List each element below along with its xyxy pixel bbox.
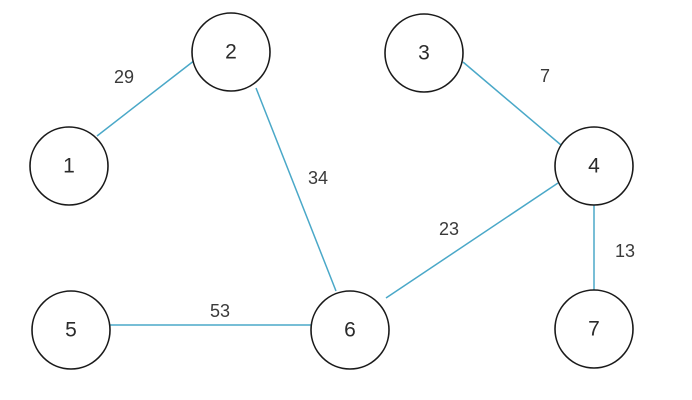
edge-weight-4-6: 23 bbox=[439, 219, 459, 239]
edge-weight-2-6: 34 bbox=[308, 168, 328, 188]
node-1-circle bbox=[29, 126, 109, 206]
node-5-label: 5 bbox=[65, 319, 77, 342]
edge-weight-1-2: 29 bbox=[114, 67, 134, 87]
node-2-label: 2 bbox=[225, 41, 237, 64]
node-6-label: 6 bbox=[344, 319, 356, 342]
node-6: 6 bbox=[310, 290, 390, 370]
node-3: 3 bbox=[384, 13, 464, 93]
node-7-circle bbox=[554, 289, 634, 369]
node-6-circle bbox=[310, 290, 390, 370]
node-7-label: 7 bbox=[588, 318, 600, 341]
edge-weight-4-7: 13 bbox=[615, 241, 635, 261]
edge-1-2 bbox=[96, 59, 196, 137]
node-1: 1 bbox=[29, 126, 109, 206]
edges-layer: 29 34 7 23 13 53 bbox=[96, 59, 635, 326]
node-2-circle bbox=[191, 12, 271, 92]
node-4-circle bbox=[554, 126, 634, 206]
node-3-label: 3 bbox=[418, 42, 430, 65]
node-1-label: 1 bbox=[63, 155, 75, 178]
edge-weight-3-4: 7 bbox=[540, 66, 550, 86]
node-4-label: 4 bbox=[588, 155, 600, 178]
node-3-circle bbox=[384, 13, 464, 93]
edge-3-4 bbox=[462, 61, 562, 146]
node-4: 4 bbox=[554, 126, 634, 206]
edge-2-6 bbox=[255, 87, 337, 292]
node-2: 2 bbox=[191, 12, 271, 92]
node-5-circle bbox=[31, 290, 111, 370]
node-7: 7 bbox=[554, 289, 634, 369]
nodes-layer: 1 2 3 4 5 6 7 bbox=[29, 12, 634, 370]
edge-weight-5-6: 53 bbox=[210, 301, 230, 321]
edge-4-6 bbox=[385, 182, 559, 299]
node-5: 5 bbox=[31, 290, 111, 370]
